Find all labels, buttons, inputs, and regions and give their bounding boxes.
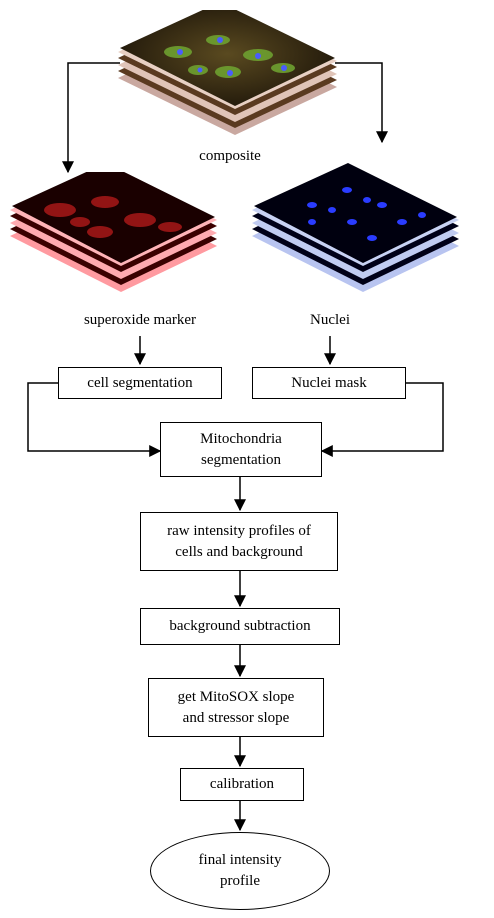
nuclei-image-stack bbox=[252, 163, 459, 292]
arrow-mask-to-mito bbox=[320, 382, 444, 457]
cell-segmentation-box: cell segmentation bbox=[58, 367, 222, 399]
arrow-cellseg-to-mito bbox=[27, 382, 162, 457]
final-intensity-line1: final intensity bbox=[198, 852, 282, 868]
calibration-text: calibration bbox=[209, 776, 275, 792]
final-intensity-profile-ellipse: final intensity profile bbox=[150, 832, 330, 910]
arrow-composite-to-marker bbox=[62, 62, 120, 174]
arrow-composite-to-nuclei bbox=[335, 62, 388, 144]
superoxide-marker-label: superoxide marker bbox=[83, 312, 197, 328]
raw-intensity-line1: raw intensity profiles of bbox=[167, 522, 311, 539]
mitochondria-segmentation-line2: segmentation bbox=[201, 451, 281, 468]
final-intensity-line2: profile bbox=[220, 873, 260, 889]
nuclei-mask-box: Nuclei mask bbox=[252, 367, 406, 399]
mitosox-slope-line1: get MitoSOX slope bbox=[177, 688, 295, 705]
raw-intensity-profiles-box: raw intensity profiles of cells and back… bbox=[140, 512, 338, 571]
mitosox-slope-line2: and stressor slope bbox=[182, 709, 290, 726]
cell-segmentation-text: cell segmentation bbox=[87, 374, 193, 391]
mitochondria-segmentation-line1: Mitochondria bbox=[200, 430, 282, 447]
nuclei-mask-text: Nuclei mask bbox=[291, 374, 367, 391]
mitochondria-segmentation-box: Mitochondria segmentation bbox=[160, 422, 322, 477]
mitosox-slope-box: get MitoSOX slope and stressor slope bbox=[148, 678, 324, 737]
superoxide-marker-image-stack bbox=[10, 172, 217, 292]
background-subtraction-text: background subtraction bbox=[169, 618, 311, 634]
nuclei-label: Nuclei bbox=[310, 312, 350, 328]
composite-label: composite bbox=[199, 148, 261, 164]
raw-intensity-line2: cells and background bbox=[175, 543, 303, 560]
background-subtraction-box: background subtraction bbox=[140, 608, 340, 645]
calibration-box: calibration bbox=[180, 768, 304, 801]
composite-image-stack bbox=[118, 10, 337, 135]
